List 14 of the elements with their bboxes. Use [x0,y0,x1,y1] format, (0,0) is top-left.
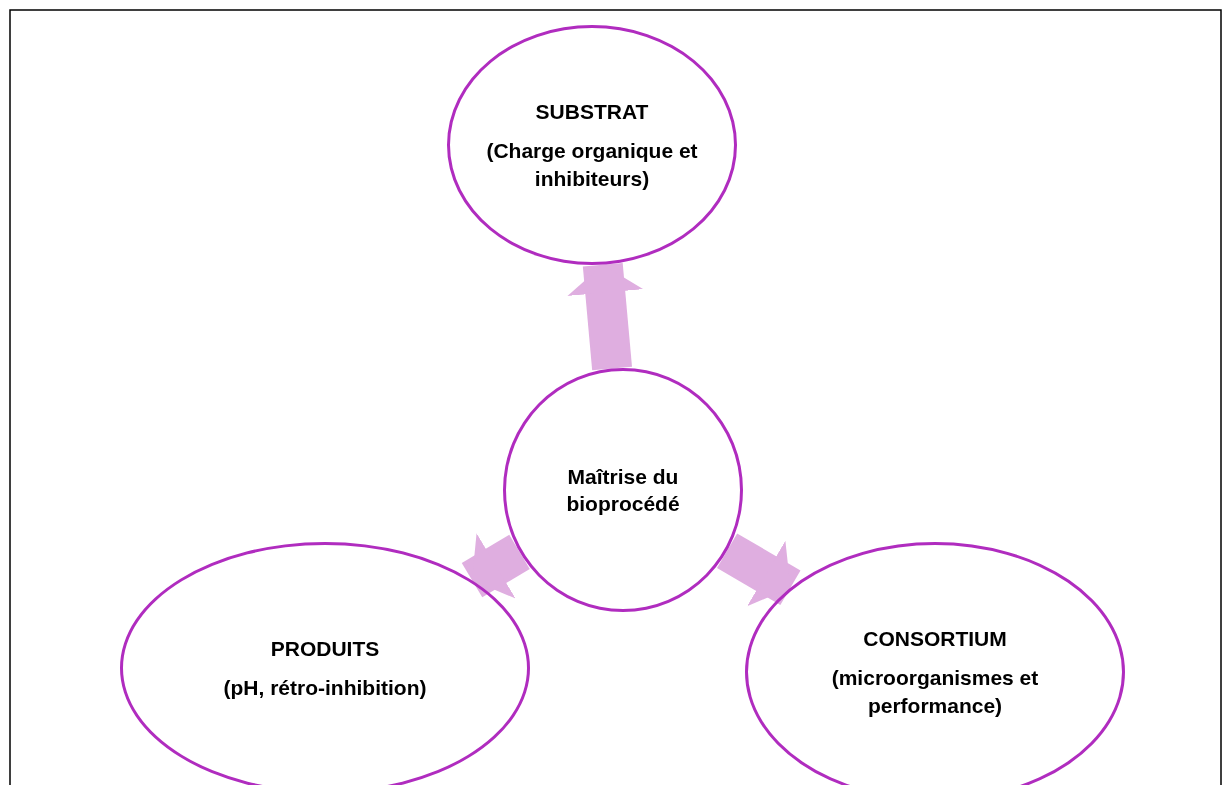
block-arrow [567,262,644,371]
node-text: (microorganismes et performance) [830,665,1040,719]
node-text: Maîtrise du bioprocédé [565,463,681,517]
node-title: PRODUITS [270,635,380,662]
ellipse-node [447,25,737,265]
node-title: CONSORTIUM [863,626,1007,653]
block-arrow [717,533,801,607]
ellipse-node [745,542,1125,785]
center-circle [503,368,743,612]
node-text: (Charge organique et inhibiteurs) [485,138,699,192]
node-title: SUBSTRAT [535,99,649,126]
node-text: (pH, rétro-inhibition) [223,675,427,701]
ellipse-node [120,542,530,785]
block-arrow [461,533,530,599]
